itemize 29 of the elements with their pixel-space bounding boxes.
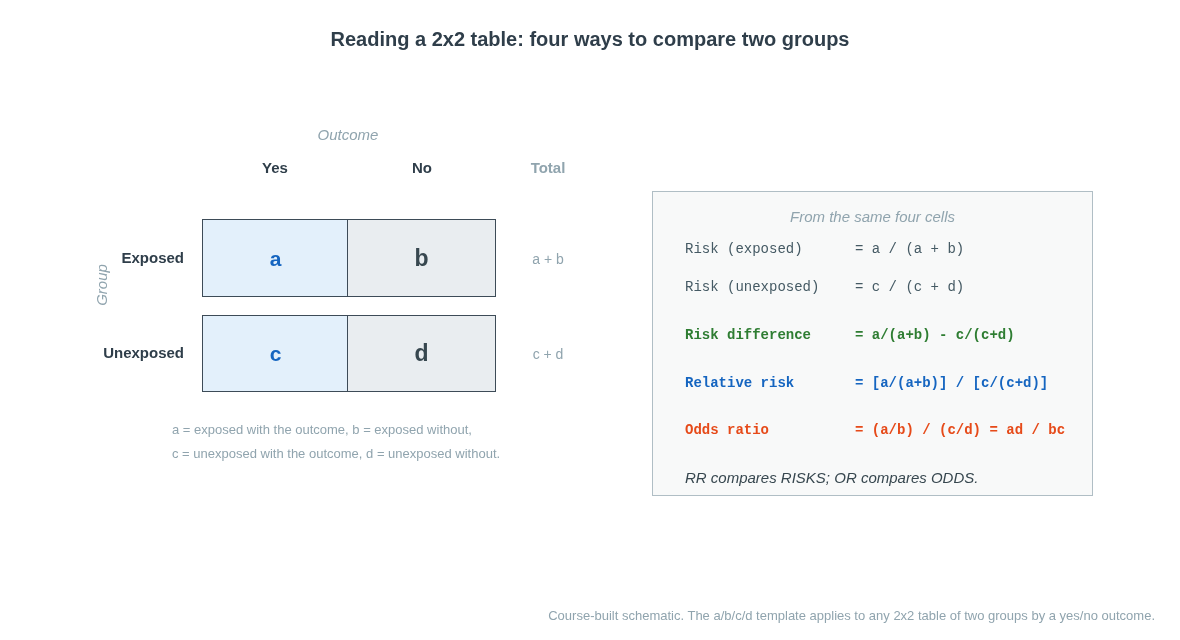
panel-heading: From the same four cells xyxy=(788,207,957,227)
row-header: Unexposed xyxy=(103,344,184,362)
cell-letter: a xyxy=(269,246,282,270)
formula-text: Relative risk = [a/(a+b)] / [c/(c+d)] xyxy=(685,374,1049,393)
formula-text: Risk (unexposed) = c / (c + d) xyxy=(685,278,965,297)
formula-text: Risk (exposed) = a / (a + b) xyxy=(685,240,965,259)
column-header: No xyxy=(412,159,432,177)
table-cell xyxy=(347,219,496,297)
caption-text: Course-built schematic. The a/b/c/d template applies to any 2x2 table of two groups by a yes/no outcome. xyxy=(548,607,1155,624)
column-header: Total xyxy=(530,159,566,177)
footnote-text: c = unexposed with the outcome, d = unexposed without. xyxy=(172,445,501,463)
row-total: a + b xyxy=(532,250,564,268)
cell-letter: b xyxy=(414,245,429,271)
cell-letter: c xyxy=(269,342,282,365)
formula-text: Risk difference = a/(a+b) - c/(c+d) xyxy=(685,326,1015,345)
table-cell xyxy=(202,315,349,392)
chart-title: Reading a 2x2 table: four ways to compare two groups xyxy=(330,27,850,51)
cell-letter: d xyxy=(414,341,429,366)
table-cell xyxy=(202,219,349,297)
table-cell xyxy=(347,315,496,392)
footnote-text: a = exposed with the outcome, b = exposed without, xyxy=(172,421,472,439)
row-header: Exposed xyxy=(121,249,184,267)
axis-title: Group xyxy=(93,264,111,306)
column-header: Yes xyxy=(262,159,288,177)
formula-text: Odds ratio = (a/b) / (c/d) = ad / bc xyxy=(685,421,1066,440)
formula-panel xyxy=(652,191,1093,496)
row-total: c + d xyxy=(532,345,564,363)
axis-title: Outcome xyxy=(317,126,379,144)
note-text: RR compares RISKS; OR compares ODDS. xyxy=(685,468,979,488)
